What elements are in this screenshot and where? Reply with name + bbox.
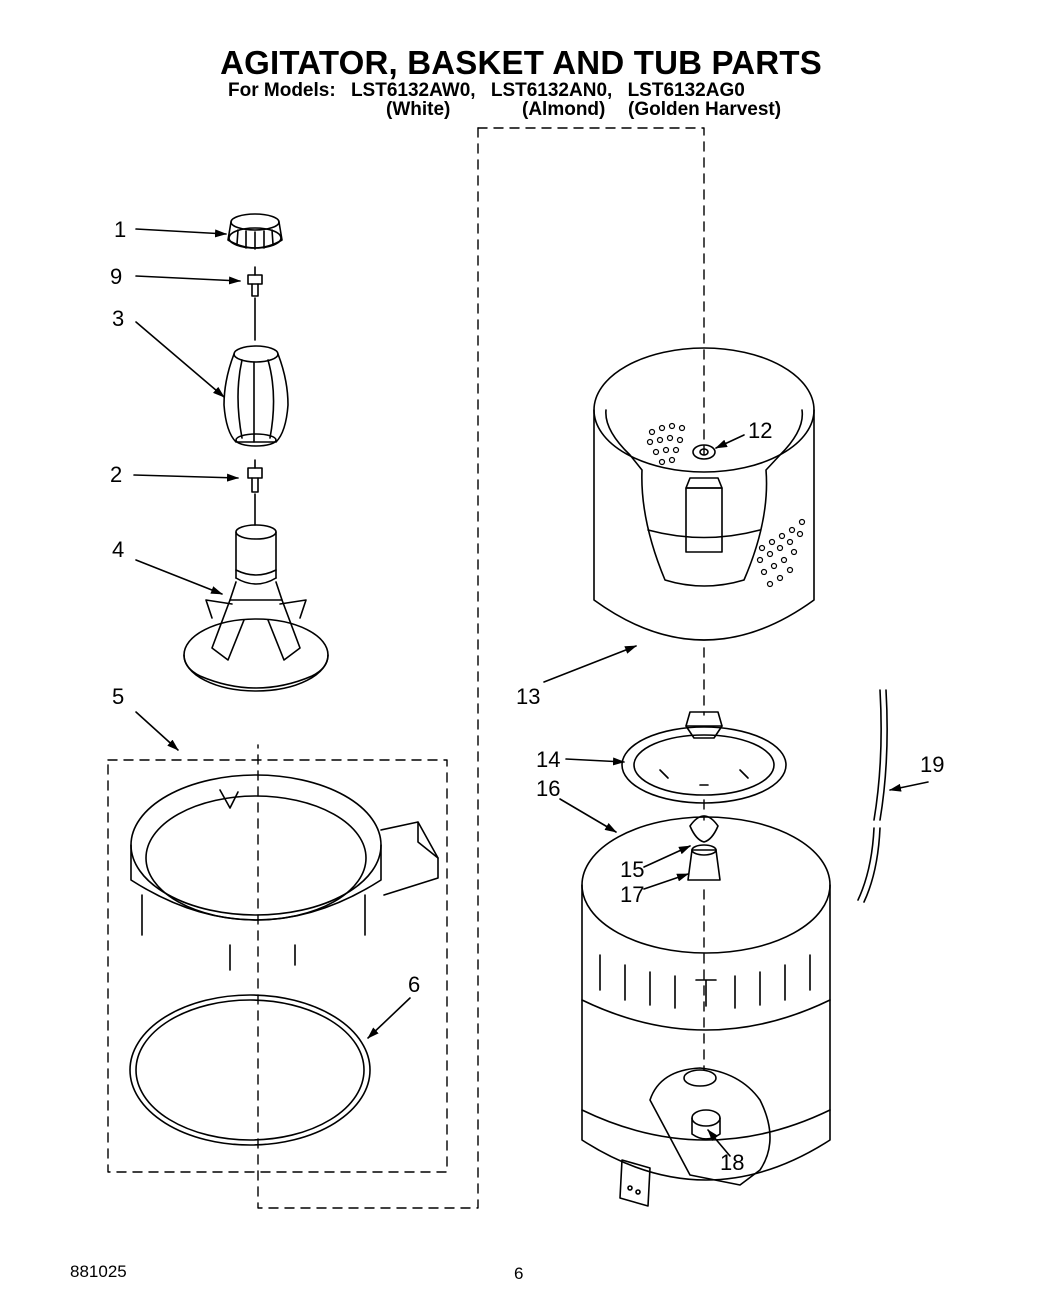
part-12-nut [692, 444, 716, 460]
part-6-gasket [129, 994, 371, 1146]
callout-13: 13 [516, 684, 540, 709]
callout-2: 2 [110, 462, 122, 487]
callout-19: 19 [920, 752, 944, 777]
callout-15: 15 [620, 857, 644, 882]
leader-arrows [133, 228, 929, 1157]
part-19-hose [857, 689, 888, 903]
models-prefix: For Models: [228, 80, 336, 101]
callout-3: 3 [112, 306, 124, 331]
part-17-coupling [687, 844, 721, 881]
model-number-white: LST6132AW0, [350, 80, 476, 101]
part-4-agitator [183, 524, 329, 692]
models-line: For Models: LST6132AW0, LST6132AN0, LST6… [228, 80, 755, 102]
variant-almond: (Almond) [522, 99, 606, 120]
callout-17: 17 [620, 882, 644, 907]
callout-14: 14 [536, 747, 560, 772]
part-13-basket [593, 347, 815, 641]
part-5-group-box [107, 759, 448, 1173]
part-2-bolt [247, 459, 263, 493]
callout-5: 5 [112, 684, 124, 709]
model-number-golden: LST6132AG0 [627, 80, 745, 101]
callout-4: 4 [112, 537, 124, 562]
part-5-tub-ring [130, 774, 439, 971]
part-3-dispenser [223, 345, 289, 447]
variant-golden: (Golden Harvest) [628, 99, 782, 120]
part-14-drive-ring [621, 711, 787, 804]
callout-9: 9 [110, 264, 122, 289]
part-16-outer-tub [581, 816, 831, 1207]
callout-18: 18 [720, 1150, 744, 1175]
part-9-bolt [247, 266, 263, 297]
part-15-spring [689, 815, 719, 843]
assembly-guide-lines [257, 127, 705, 1209]
callout-6: 6 [408, 972, 420, 997]
model-number-almond: LST6132AN0, [490, 80, 613, 101]
callout-12: 12 [748, 418, 772, 443]
page-number: 6 [514, 1264, 524, 1283]
variant-white: (White) [386, 99, 451, 120]
basket-perforations [646, 422, 806, 588]
callout-16: 16 [536, 776, 560, 801]
page-title: AGITATOR, BASKET AND TUB PARTS [220, 44, 822, 81]
part-1-agitator-cap [227, 213, 283, 250]
callout-1: 1 [114, 217, 126, 242]
footer-code: 881025 [70, 1262, 127, 1281]
